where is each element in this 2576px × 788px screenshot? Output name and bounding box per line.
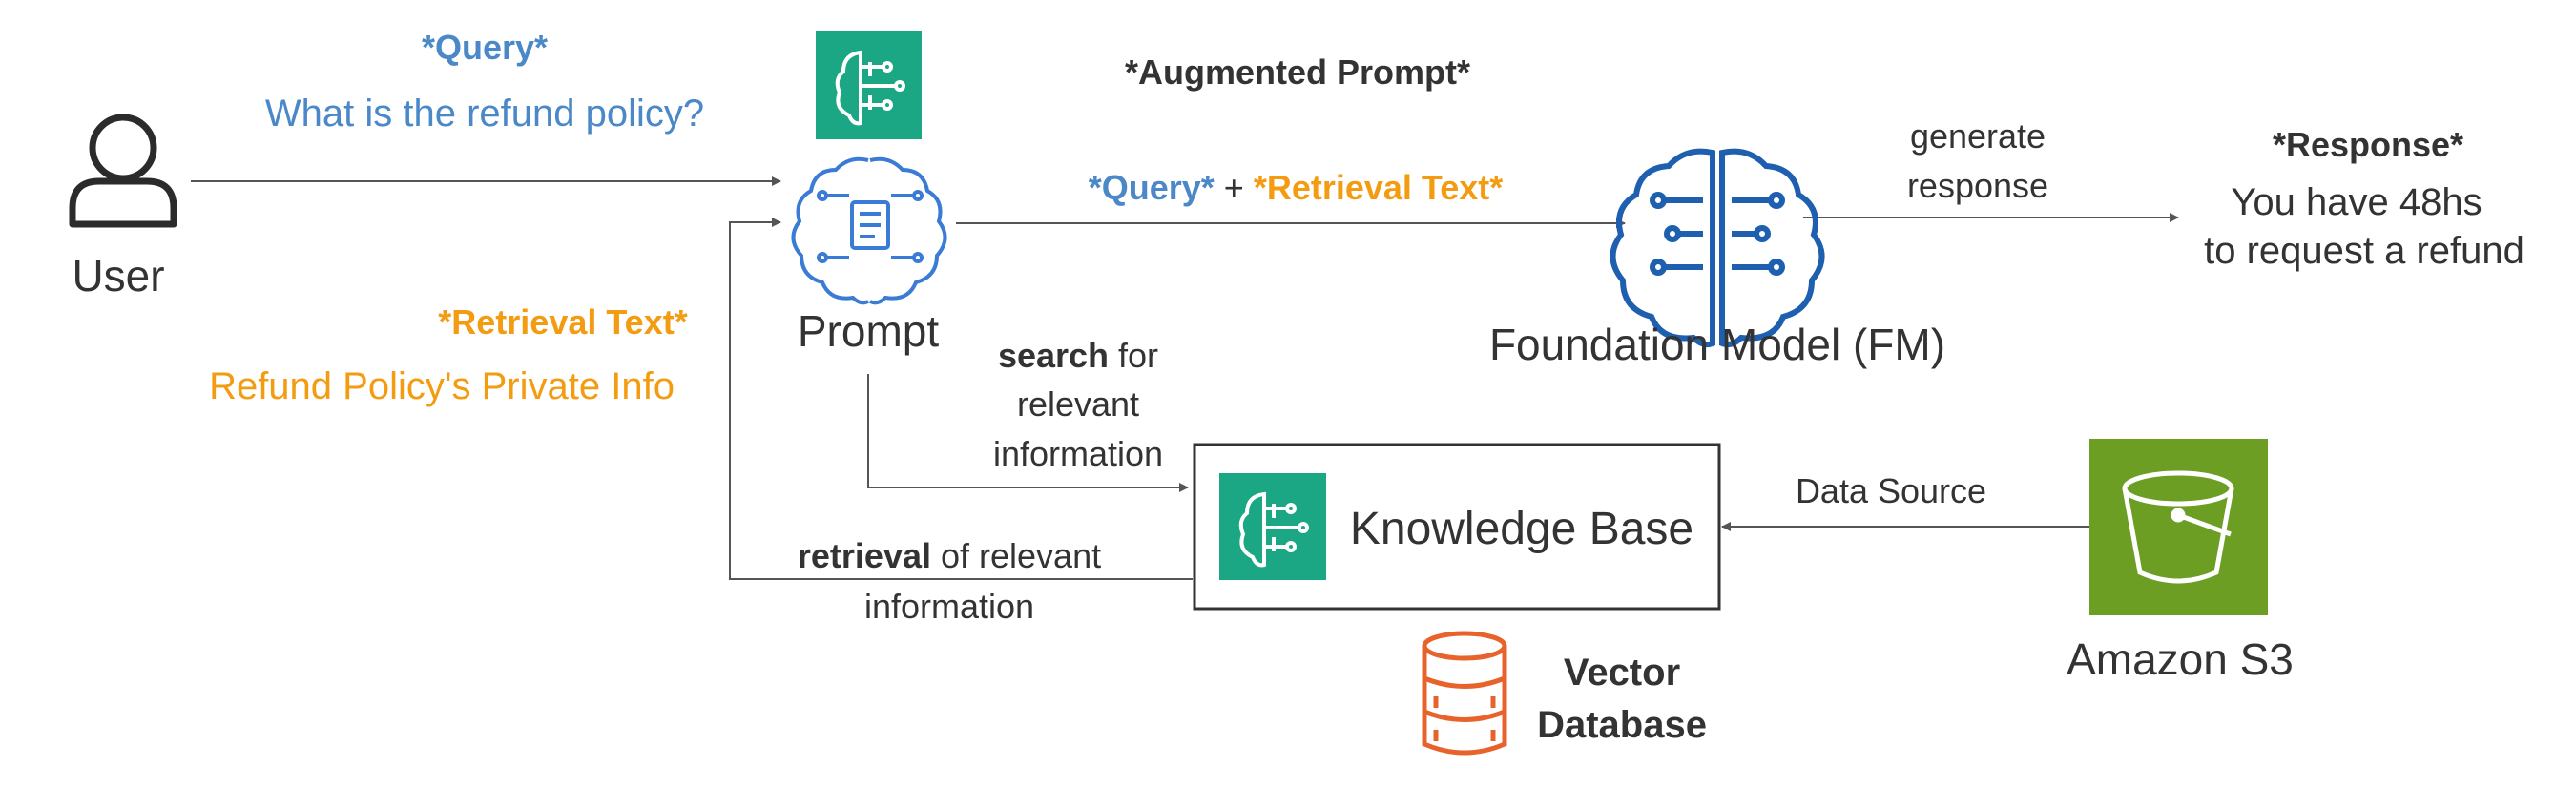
aug-query-text: *Query* [1089,168,1215,207]
retrieval-title: *Retrieval Text* [438,302,687,342]
search-label-line2: relevant [1017,384,1139,424]
brain-circuit-icon [791,156,947,305]
response-line1: You have 48hs [2231,181,2482,223]
generate-label-line1: generate [1910,116,2046,156]
search-bold-text: search [998,336,1109,375]
query-title: *Query* [422,28,548,67]
response-title: *Response* [2273,125,2463,164]
connectors [191,176,2179,580]
retrieval-rest-text: of relevant [931,536,1101,575]
data-source-label: Data Source [1796,471,1986,510]
user-label: User [72,251,164,301]
retrieval-label-line2: information [864,587,1034,626]
prompt-label: Prompt [798,306,939,356]
user-icon [69,114,177,228]
kb-to-prompt-retrieval-arrow [729,218,1193,580]
query-text: What is the refund policy? [265,93,704,135]
retrieval-text: Refund Policy's Private Info [209,365,675,407]
brain-circuit-icon [1610,148,1825,348]
knowledge-base-label: Knowledge Base [1350,504,1693,554]
prompt-to-kb-search-arrow [867,374,1189,492]
knowledge-base-icon [1219,473,1326,580]
database-icon [1422,631,1507,756]
prompt-service-icon [816,31,922,139]
aug-retrieval-text: *Retrieval Text* [1254,168,1503,207]
vector-db-label-line2: Database [1537,704,1707,746]
augmented-prompt-formula: *Query* + *Retrieval Text* [1089,168,1504,207]
search-label-line3: information [993,434,1163,473]
aug-plus-text: + [1215,168,1254,207]
vector-db-label-line1: Vector [1564,652,1680,694]
augmented-prompt-title: *Augmented Prompt* [1125,52,1470,92]
search-rest-text: for [1109,336,1158,375]
search-label-line1: search for [998,336,1158,375]
retrieval-label-line1: retrieval of relevant [798,536,1101,575]
bucket-icon [2089,439,2268,615]
foundation-model-label: Foundation Model (FM) [1489,320,1945,369]
response-line2: to request a refund [2204,230,2524,272]
generate-label-line2: response [1907,166,2048,205]
amazon-s3-label: Amazon S3 [2067,634,2294,684]
retrieval-bold-text: retrieval [798,536,931,575]
